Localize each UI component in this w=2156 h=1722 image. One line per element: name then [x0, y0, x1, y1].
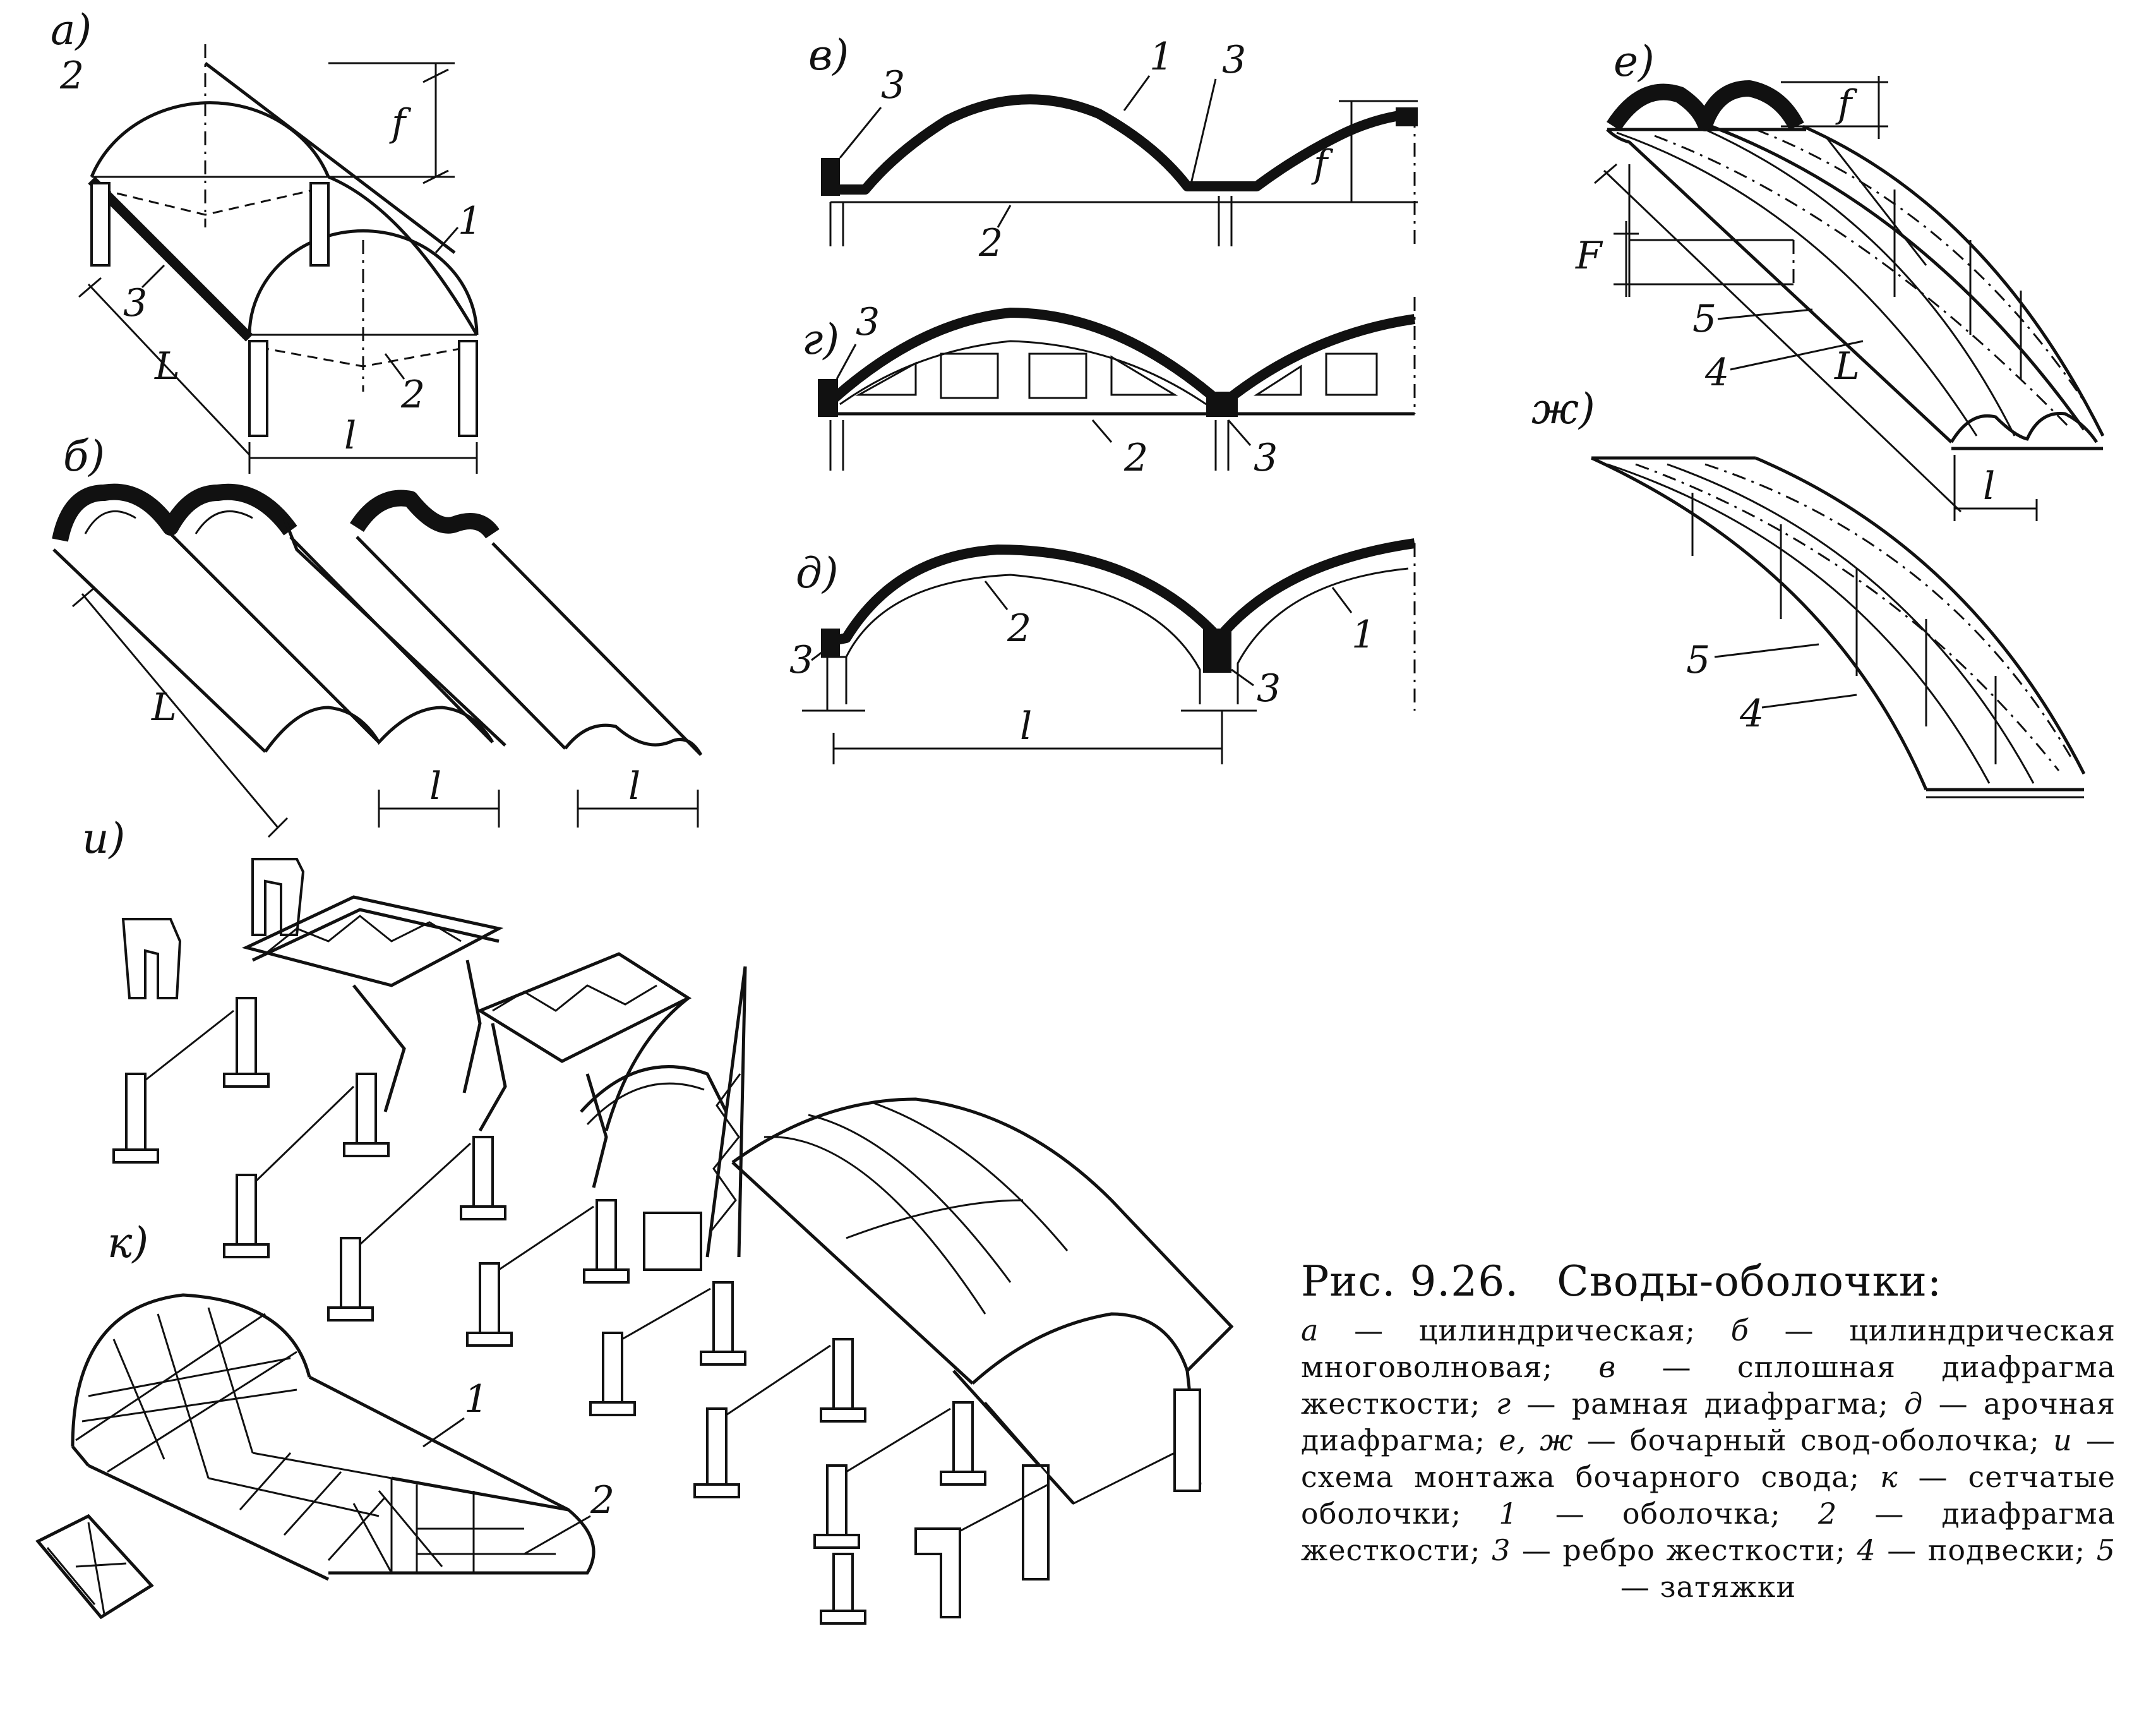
- panel-a-cylindrical-shell: а) f L l 2 1: [51, 6, 482, 474]
- callout-2-d: 2: [1007, 606, 1031, 651]
- callout-2-a2: 2: [400, 373, 425, 417]
- callout-2-v: 2: [978, 221, 1003, 265]
- callout-2-k: 2: [590, 1478, 614, 1522]
- legend-text: цилиндрическая многоволновая;: [1301, 1313, 2116, 1384]
- callout-f-e: f: [1835, 82, 1858, 126]
- callout-5-e: 5: [1692, 297, 1716, 341]
- caption-legend: а — цилиндрическая; б — цилиндрическая м…: [1301, 1313, 2116, 1604]
- figure-caption: Рис. 9.26.Своды-оболочки: а — цилиндриче…: [1301, 1257, 2116, 1605]
- legend-text: диафрагма жесткости;: [1301, 1496, 2116, 1567]
- legend-text: арочная диафрагма;: [1301, 1387, 2116, 1457]
- legend-key: б: [1730, 1313, 1749, 1347]
- legend-key: 3: [1492, 1533, 1511, 1567]
- legend-key: 2: [1818, 1496, 1838, 1531]
- legend-text: цилиндрическая;: [1418, 1313, 1696, 1347]
- legend-key: д: [1904, 1387, 1924, 1421]
- legend-key: 1: [1499, 1496, 1518, 1531]
- legend-text: сетчатые оболочки;: [1301, 1460, 2116, 1531]
- callout-L-a: L: [154, 344, 180, 388]
- legend-key: е, ж: [1499, 1423, 1574, 1457]
- callout-3-a: 3: [123, 281, 147, 325]
- panel-label-b: б): [63, 432, 105, 481]
- callout-l-b2: l: [628, 764, 640, 809]
- panel-b-multiwave-shell: б) L l l: [52, 432, 703, 838]
- legend-text: оболочка;: [1622, 1496, 1781, 1531]
- panel-i-erection-scheme: и): [82, 814, 1234, 1625]
- legend-key: 5: [2096, 1533, 2116, 1567]
- panel-label-v: в): [808, 31, 849, 80]
- figure-title: Своды-оболочки:: [1557, 1257, 1943, 1306]
- panel-label-d: д): [796, 549, 839, 598]
- legend-key: г: [1495, 1387, 1512, 1421]
- callout-L-b: L: [151, 685, 177, 730]
- legend-text: бочарный свод-оболочка;: [1629, 1423, 2040, 1457]
- panel-label-e: е): [1614, 37, 1655, 86]
- callout-3-d1: 3: [789, 638, 813, 682]
- legend-text: схема монтажа бочарного свода;: [1301, 1460, 1860, 1494]
- panel-zh-barrel-vault: ж) 5 4: [1531, 385, 2086, 798]
- callout-l-d: l: [1020, 704, 1032, 749]
- callout-4-e: 4: [1704, 351, 1729, 395]
- callout-L-e: L: [1834, 344, 1860, 388]
- panel-k-lattice-shells: к) 1 2: [35, 1219, 614, 1620]
- caption-title: Рис. 9.26. Своды-оболочки:: [1301, 1257, 2116, 1306]
- callout-l-b1: l: [429, 764, 441, 809]
- callout-3-v1: 3: [881, 63, 905, 107]
- legend-key: в: [1598, 1350, 1617, 1384]
- callout-l-e: l: [1983, 464, 1995, 509]
- legend-key: к: [1880, 1460, 1898, 1494]
- callout-f-v: f: [1311, 142, 1334, 186]
- legend-key: а: [1301, 1313, 1319, 1347]
- panel-d-arched-diaphragm: д) l 2 3 3 1: [789, 538, 1416, 764]
- figure-number: Рис. 9.26.: [1301, 1257, 1519, 1306]
- callout-1-d: 1: [1351, 613, 1375, 657]
- legend-key: и: [2053, 1423, 2073, 1457]
- panel-label-g: г): [802, 315, 839, 364]
- callout-3-g1: 3: [856, 300, 880, 344]
- callout-3-d2: 3: [1257, 666, 1281, 711]
- legend-key: 4: [1857, 1533, 1876, 1567]
- panel-v-solid-diaphragm: в) f 3 1 3 2: [808, 31, 1418, 265]
- callout-4-zh: 4: [1739, 692, 1764, 736]
- panel-label-k: к): [107, 1219, 148, 1267]
- callout-2-g: 2: [1123, 436, 1148, 480]
- panel-e-barrel-vault: е) f F L l: [1575, 37, 2105, 521]
- callout-3-v2: 3: [1222, 38, 1246, 82]
- panel-label-zh: ж): [1531, 385, 1595, 433]
- callout-1-k: 1: [464, 1377, 488, 1421]
- callout-1-v: 1: [1149, 35, 1173, 79]
- legend-text: рамная диафрагма;: [1571, 1387, 1889, 1421]
- legend-text: подвески;: [1927, 1533, 2086, 1567]
- legend-text: ребро жесткости;: [1562, 1533, 1846, 1567]
- callout-3-g2: 3: [1254, 436, 1278, 480]
- callout-f-a: f: [389, 101, 412, 145]
- panel-g-frame-diaphragm: г) 3 2 3: [802, 297, 1416, 480]
- callout-F-e: F: [1575, 234, 1603, 278]
- callout-1-a: 1: [458, 199, 482, 243]
- panel-label-a: а): [51, 6, 92, 54]
- panel-label-i: и): [82, 814, 125, 863]
- legend-text: сплошная диафрагма жесткости;: [1301, 1350, 2116, 1421]
- callout-l-a: l: [344, 414, 356, 458]
- legend-text: затяжки: [1660, 1570, 1797, 1604]
- callout-5-zh: 5: [1686, 638, 1710, 682]
- callout-2-a1: 2: [59, 54, 84, 98]
